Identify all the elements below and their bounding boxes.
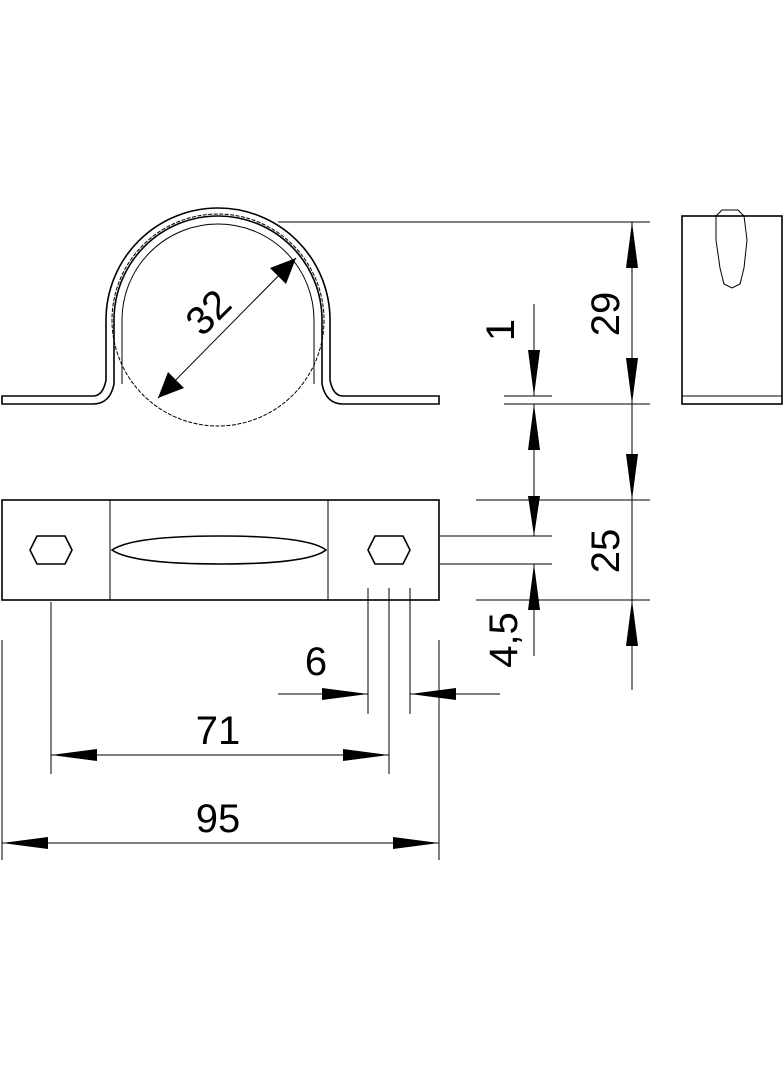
hole-arrow-right [322,688,368,700]
dim-hole-size: 6 [278,588,500,714]
width-arrow-bottom [626,600,638,646]
width-arrow-top [626,454,638,500]
total-length-label: 95 [196,797,241,841]
slot-left [29,535,73,565]
dim-slot-width: 4,5 [440,496,552,668]
width-label: 25 [584,529,628,574]
height-arrow-top [626,222,638,268]
thickness-label: 1 [479,319,523,341]
diameter-arrow-lower [158,372,184,398]
side-view-rib [715,209,748,289]
length-arrow-left [2,837,48,849]
pipe-circle [111,213,325,427]
hole-size-label: 6 [305,640,327,684]
dim-width: 25 [476,404,650,690]
thickness-arrow-up [528,404,540,450]
front-view: 32 [1,207,440,427]
slot-width-label: 4,5 [482,612,526,668]
height-arrow-bottom [626,358,638,404]
spacing-arrow-right [343,749,389,761]
stiffening-rib [110,535,328,565]
spacing-arrow-left [51,749,97,761]
plan-view-outline [1,499,440,601]
length-arrow-right [393,837,439,849]
clip-outer-outline [1,207,440,405]
slot-arrow-up [528,564,540,610]
diameter-dim-line [157,257,297,399]
thickness-arrow-down [528,350,540,396]
dim-thickness: 1 [479,304,552,500]
height-label: 29 [584,292,628,337]
dim-total-length: 95 [1,640,440,860]
dim-total-height: 29 [278,221,650,405]
clip-inner-bore [121,223,315,384]
diameter-label: 32 [178,282,241,345]
slot-right [367,535,411,565]
hole-arrow-left [410,688,456,700]
diameter-arrow-upper [270,258,296,284]
plan-view [1,499,440,601]
slot-arrow-down [528,496,540,536]
dim-hole-spacing: 71 [50,588,390,774]
hole-spacing-label: 71 [196,709,241,753]
side-view [681,209,783,405]
side-view-outline [681,215,783,405]
